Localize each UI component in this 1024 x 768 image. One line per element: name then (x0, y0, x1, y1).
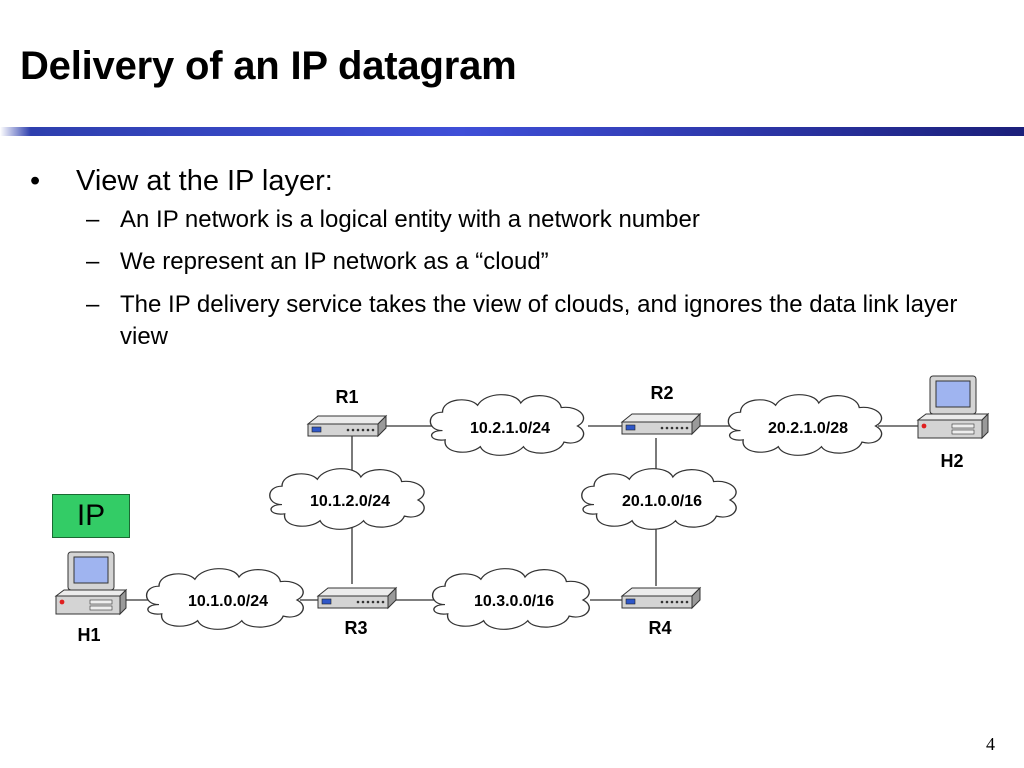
sub-bullet-text: The IP delivery service takes the view o… (120, 290, 958, 351)
router-label: R3 (344, 618, 367, 638)
sub-bullet-item: – The IP delivery service takes the view… (86, 289, 1010, 354)
bullet-marker: • (30, 165, 41, 197)
network-label: 10.1.2.0/24 (310, 493, 390, 510)
router-icon (621, 587, 701, 609)
network-label: 20.1.0.0/16 (622, 493, 702, 510)
bullet-text: View at the IP layer: (76, 165, 333, 197)
sub-bullet-marker: – (86, 206, 100, 233)
router-icon (621, 413, 701, 435)
router-label: R2 (650, 383, 673, 403)
host-label: H1 (77, 625, 100, 645)
bullet-list: • View at the IP layer: – An IP network … (30, 165, 1010, 364)
router-icon (317, 587, 397, 609)
host-computer-icon (917, 375, 989, 439)
sub-bullet-text: An IP network is a logical entity with a… (120, 206, 700, 233)
sub-bullet-marker: – (86, 248, 100, 276)
sub-bullet-text: We represent an IP network as a “cloud” (120, 248, 549, 276)
sub-bullet-item: – We represent an IP network as a “cloud… (86, 246, 1010, 278)
network-label: 10.2.1.0/24 (470, 420, 550, 437)
ip-layer-badge: IP (52, 494, 130, 538)
network-label: 20.2.1.0/28 (768, 420, 848, 437)
sub-bullet-marker: – (86, 290, 100, 318)
network-label: 10.1.0.0/24 (188, 593, 268, 610)
sub-bullet-item: – An IP network is a logical entity with… (86, 204, 1010, 236)
title-divider (0, 127, 1024, 136)
host-computer-icon (55, 551, 127, 615)
bullet-item: • View at the IP layer: (30, 165, 1010, 198)
router-icon (307, 415, 387, 437)
page-title: Delivery of an IP datagram (20, 44, 517, 88)
host-label: H2 (940, 451, 963, 471)
router-label: R4 (648, 618, 671, 638)
router-label: R1 (335, 387, 358, 407)
page-number: 4 (986, 734, 995, 754)
network-label: 10.3.0.0/16 (474, 593, 554, 610)
